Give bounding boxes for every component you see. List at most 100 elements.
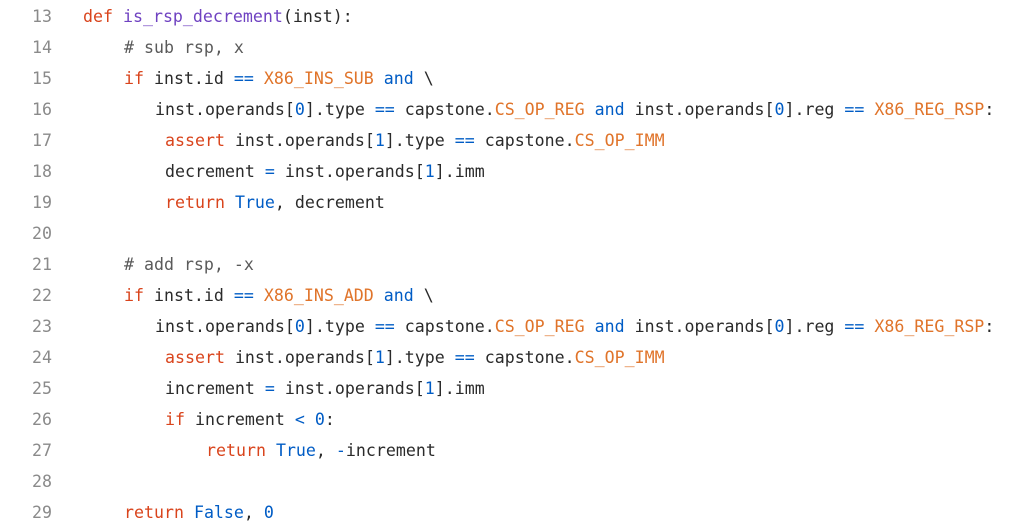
- code-token: [254, 69, 264, 88]
- code-token: if: [124, 69, 144, 88]
- code-token: 1: [424, 379, 435, 398]
- line-number: 19: [32, 193, 52, 212]
- code-token: -: [335, 441, 346, 460]
- code-token: , decrement: [274, 193, 385, 212]
- code-token: (inst):: [282, 7, 353, 26]
- code-text: increment = inst.operands[1].imm: [165, 373, 485, 404]
- code-token: [374, 286, 384, 305]
- code-token: ,: [315, 441, 336, 460]
- code-text: inst.operands[0].type == capstone.CS_OP_…: [155, 94, 994, 125]
- line-number: 21: [32, 255, 52, 274]
- code-token: inst.id: [143, 69, 234, 88]
- code-token: [374, 69, 384, 88]
- code-token: ].reg: [784, 317, 845, 336]
- code-token: if: [165, 410, 185, 429]
- code-token: inst.operands[: [624, 100, 775, 119]
- code-token: 0: [774, 100, 785, 119]
- code-token: CS_OP_IMM: [574, 348, 665, 367]
- code-token: False: [193, 503, 244, 522]
- code-token: inst.id: [143, 286, 234, 305]
- code-token: CS_OP_REG: [494, 317, 585, 336]
- code-text: def is_rsp_decrement(inst):: [83, 1, 353, 32]
- code-token: if: [124, 286, 144, 305]
- code-token: X86_REG_RSP: [874, 317, 985, 336]
- code-token: ==: [454, 348, 475, 367]
- code-token: return: [165, 193, 225, 212]
- code-token: \: [413, 69, 434, 88]
- code-token: decrement: [165, 162, 265, 181]
- code-token: increment: [165, 379, 265, 398]
- code-text: assert inst.operands[1].type == capstone…: [165, 125, 665, 156]
- code-token: [864, 317, 874, 336]
- code-line[interactable]: 21 # add rsp, -x: [0, 249, 1032, 280]
- code-line[interactable]: 28: [0, 466, 1032, 497]
- code-token: ].type: [304, 100, 375, 119]
- code-line[interactable]: 13 def is_rsp_decrement(inst):: [0, 1, 1032, 32]
- line-number: 13: [32, 7, 52, 26]
- code-token: ==: [233, 286, 254, 305]
- code-token: def: [83, 7, 113, 26]
- code-token: CS_OP_IMM: [574, 131, 665, 150]
- code-token: [225, 193, 235, 212]
- code-token: 1: [374, 348, 385, 367]
- code-token: =: [264, 162, 275, 181]
- code-token: ].imm: [434, 162, 485, 181]
- code-token: capstone.: [394, 100, 495, 119]
- code-token: increment: [345, 441, 436, 460]
- code-token: 0: [294, 100, 305, 119]
- line-number: 18: [32, 162, 52, 181]
- code-line[interactable]: 14# sub rsp, x: [0, 32, 1032, 63]
- line-number: 20: [32, 224, 52, 243]
- code-token: capstone.: [474, 348, 575, 367]
- code-token: inst.operands[: [155, 317, 295, 336]
- line-number: 28: [32, 472, 52, 491]
- code-token: ].reg: [784, 100, 845, 119]
- code-token: inst.operands[: [224, 348, 375, 367]
- code-text: if increment < 0:: [165, 404, 335, 435]
- code-token: ,: [243, 503, 264, 522]
- code-token: increment: [184, 410, 295, 429]
- code-token: inst.operands[: [274, 162, 425, 181]
- code-token: ==: [454, 131, 475, 150]
- code-token: 0: [314, 410, 325, 429]
- code-token: X86_INS_ADD: [263, 286, 374, 305]
- code-text: return True, -increment: [206, 435, 436, 466]
- code-text: if inst.id == X86_INS_SUB and \: [124, 63, 434, 94]
- line-number: 29: [32, 503, 52, 522]
- code-token: and: [383, 286, 414, 305]
- code-text: return True, decrement: [165, 187, 385, 218]
- line-number: 14: [32, 38, 52, 57]
- code-token: [305, 410, 315, 429]
- code-token: inst.operands[: [274, 379, 425, 398]
- code-line[interactable]: 19 return True, decrement: [0, 187, 1032, 218]
- line-number: 23: [32, 317, 52, 336]
- code-token: True: [275, 441, 316, 460]
- code-text: assert inst.operands[1].type == capstone…: [165, 342, 665, 373]
- code-line[interactable]: 22 if inst.id == X86_INS_ADD and \: [0, 280, 1032, 311]
- code-token: [585, 100, 595, 119]
- code-line[interactable]: 20: [0, 218, 1032, 249]
- code-token: X86_INS_SUB: [263, 69, 374, 88]
- code-token: [864, 100, 874, 119]
- code-token: CS_OP_REG: [494, 100, 585, 119]
- code-token: ==: [844, 100, 865, 119]
- code-text: if inst.id == X86_INS_ADD and \: [124, 280, 434, 311]
- code-token: [254, 286, 264, 305]
- code-token: [585, 317, 595, 336]
- line-number: 22: [32, 286, 52, 305]
- code-text: # add rsp, -x: [124, 249, 254, 280]
- code-token: :: [984, 100, 995, 119]
- code-token: assert: [165, 131, 225, 150]
- code-token: inst.operands[: [224, 131, 375, 150]
